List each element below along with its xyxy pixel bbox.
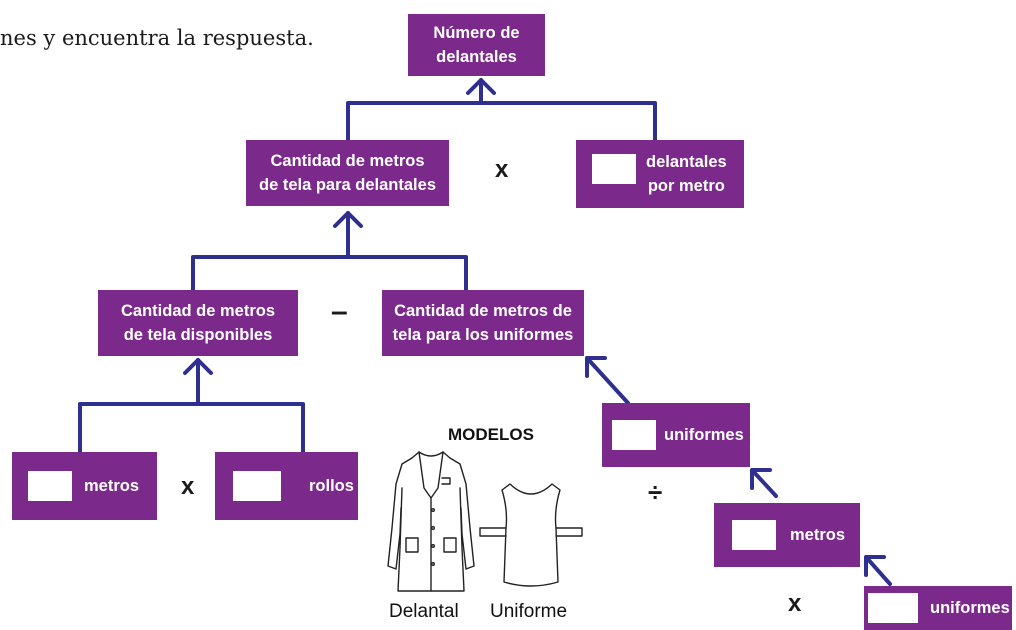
arrow-top: [466, 78, 496, 95]
arrow-diagonal-3: [864, 555, 892, 586]
answer-blank-rollos[interactable]: [233, 471, 281, 501]
answer-blank-metros-rollo[interactable]: [28, 471, 72, 501]
box-delantales-por-metro: delantales por metro: [576, 140, 744, 208]
box-metros-uniformes-line2: tela para los uniformes: [392, 326, 574, 344]
connector-top: [346, 78, 657, 142]
box-metros-disponibles-line1: Cantidad de metros: [120, 302, 276, 320]
answer-blank-uniformes-b[interactable]: [868, 593, 918, 623]
box-metros-b-label: metros: [790, 526, 846, 544]
box-metros-delantales: Cantidad de metros de tela para delantal…: [246, 140, 449, 206]
answer-blank-metros-b[interactable]: [732, 520, 776, 550]
box-numero-delantales-line1: Número de: [433, 24, 520, 42]
box-numero-delantales-line2: delantales: [436, 48, 517, 66]
box-uniformes-a: uniformes: [602, 403, 750, 467]
answer-blank-delantales-por-metro[interactable]: [592, 154, 636, 184]
arrow-diagonal-2: [750, 468, 778, 498]
box-metros-uniformes: Cantidad de metros de tela para los unif…: [382, 290, 584, 356]
box-numero-delantales: Número de delantales: [408, 14, 545, 76]
operator-times-right: x: [788, 590, 802, 617]
box-rollos-label: rollos: [309, 477, 354, 495]
arrow-bottom-left: [183, 358, 213, 375]
box-metros-disponibles: Cantidad de metros de tela disponibles: [98, 290, 298, 356]
box-metros-delantales-line1: Cantidad de metros: [270, 152, 425, 170]
connector-middle: [191, 211, 468, 292]
instruction-text: nes y encuentra la respuesta.: [0, 26, 314, 50]
delantal-coat-illustration: [387, 451, 475, 592]
arrow-diagonal-1: [585, 356, 630, 405]
box-metros-uniformes-line1: Cantidad de metros de: [394, 302, 572, 320]
operator-divide: ÷: [648, 477, 663, 507]
caption-uniforme: Uniforme: [490, 601, 568, 622]
box-metros-rollo-label: metros: [84, 477, 140, 495]
operator-times-top: x: [495, 156, 509, 183]
arrow-middle: [333, 211, 363, 228]
operator-times-bottom: x: [181, 473, 195, 500]
box-metros-disponibles-line2: de tela disponibles: [123, 326, 273, 344]
caption-delantal: Delantal: [389, 601, 459, 622]
box-uniformes-a-label: uniformes: [664, 426, 744, 444]
models-title: MODELOS: [448, 425, 534, 444]
box-uniformes-b-label: uniformes: [930, 599, 1010, 617]
box-metros-rollo: metros: [12, 452, 157, 520]
operator-minus: –: [331, 295, 348, 328]
box-rollos: rollos: [215, 452, 358, 520]
uniforme-apron-illustration: [479, 483, 583, 587]
connector-bottom-left: [78, 358, 305, 454]
box-delantales-por-metro-line2: por metro: [647, 177, 725, 195]
answer-blank-uniformes-a[interactable]: [612, 420, 656, 450]
box-metros-b: metros: [714, 503, 860, 567]
box-delantales-por-metro-line1: delantales: [646, 153, 727, 171]
box-uniformes-b: uniformes: [864, 586, 1012, 630]
box-metros-delantales-line2: de tela para delantales: [259, 176, 436, 194]
